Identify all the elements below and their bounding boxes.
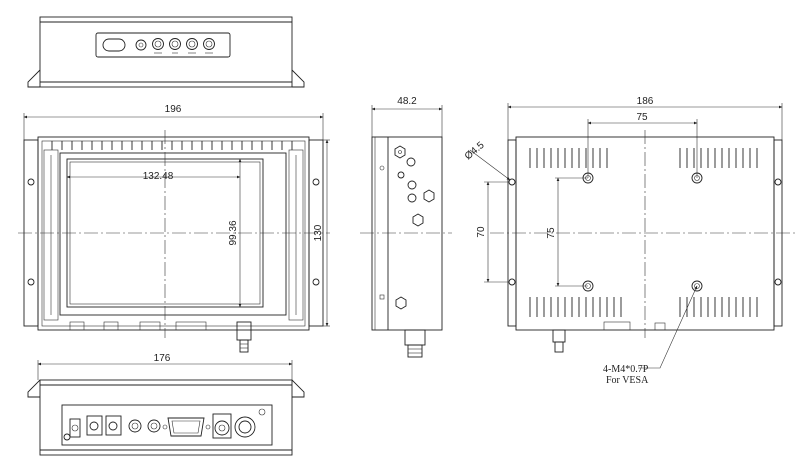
side-depth-dim: 48.2 xyxy=(397,96,417,107)
vesa-horizontal-dim: 75 xyxy=(636,112,648,123)
screen-width-dim: 132.48 xyxy=(143,171,174,182)
bottom-width-dim: 176 xyxy=(154,353,171,364)
mount-spacing-dim: 70 xyxy=(476,226,487,238)
side-connectors xyxy=(379,145,435,310)
vent-slots-bottom xyxy=(529,297,758,317)
front-height-dim: 130 xyxy=(313,224,324,241)
menu-buttons xyxy=(152,38,215,54)
vesa-thread-note: 4-M4*0.7P xyxy=(603,364,649,375)
top-view xyxy=(27,16,305,88)
vga-port-icon xyxy=(162,417,211,437)
knob-icon xyxy=(135,39,147,51)
back-view: 186 75 xyxy=(463,96,795,386)
bottom-view: 176 xyxy=(27,353,305,456)
round-connector-icon xyxy=(234,408,266,438)
hole-diameter-label: Ø4.5 xyxy=(463,140,487,163)
io-ports xyxy=(63,415,161,441)
side-bnc-connector-icon xyxy=(404,329,426,358)
bnc-connector-icon xyxy=(236,321,252,353)
mount-hole-icon xyxy=(27,178,35,186)
side-view: 48.2 xyxy=(360,96,452,358)
bnc-port-icon xyxy=(212,413,232,439)
front-width-dim: 196 xyxy=(165,104,182,115)
back-width-dim: 186 xyxy=(637,96,654,107)
vesa-for-note: For VESA xyxy=(606,375,649,386)
back-bnc-connector-icon xyxy=(552,329,566,353)
vesa-vertical-dim: 75 xyxy=(546,227,557,239)
screen-height-dim: 99.36 xyxy=(228,220,239,245)
power-switch-icon xyxy=(102,38,126,52)
front-view: 196 xyxy=(18,104,330,353)
vent-slots-top xyxy=(529,148,758,168)
vesa-hole-icon xyxy=(582,172,703,292)
